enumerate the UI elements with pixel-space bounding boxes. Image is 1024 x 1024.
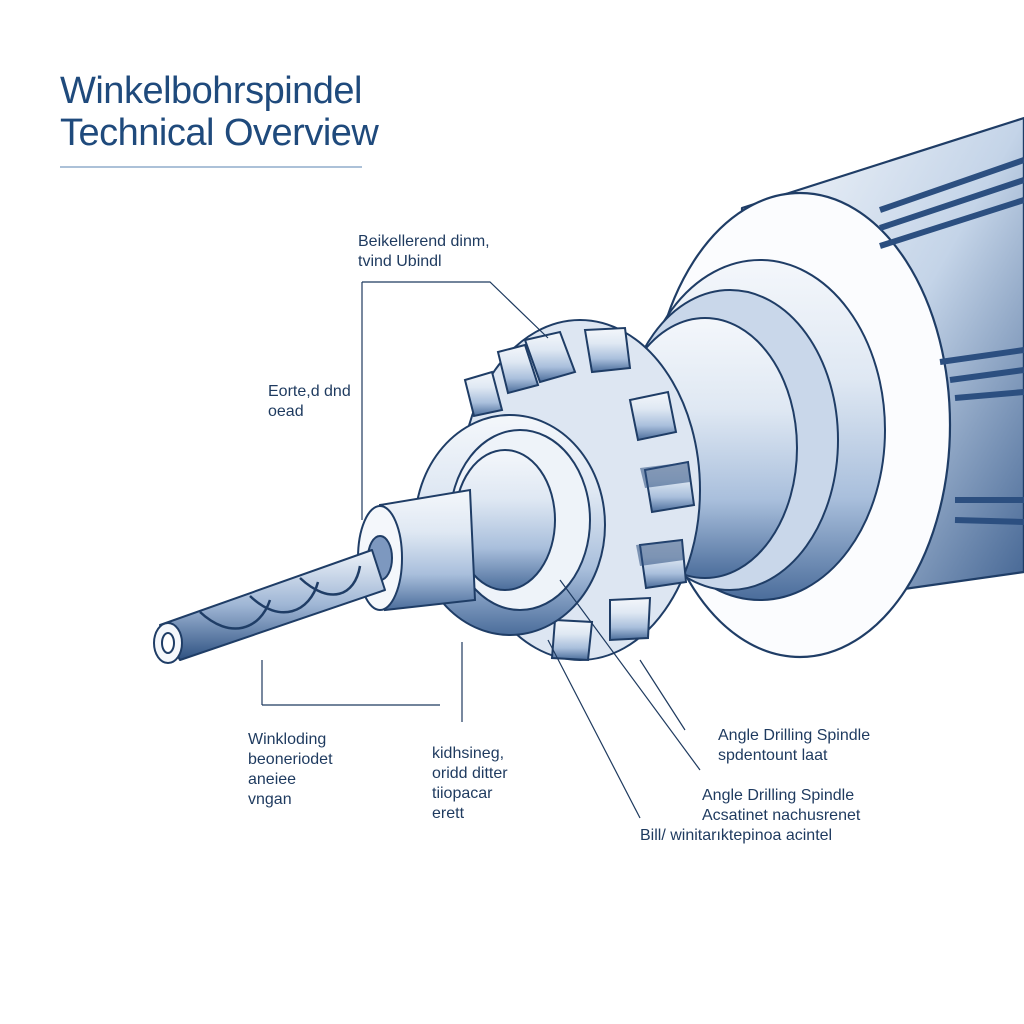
callout-line: tvind Ubindl bbox=[358, 253, 442, 270]
callout-line: Eorte,d dnd bbox=[268, 383, 351, 400]
gear-shadow bbox=[636, 462, 690, 566]
callout-line: Bill/ winitarıktepinoa acintel bbox=[640, 827, 833, 844]
callout-left-upper: Eorte,d dnd oead bbox=[268, 382, 351, 422]
callout-line: tiiopacar bbox=[432, 785, 493, 802]
callout-right-1: Angle Drilling Spindle spdentount laat bbox=[718, 726, 870, 766]
callout-line: erett bbox=[432, 805, 465, 822]
callout-line: Winkloding bbox=[248, 731, 327, 748]
callout-right-3: Bill/ winitarıktepinoa acintel bbox=[640, 826, 832, 846]
callout-left-lower: Winkloding beoneriodet aneiee vngan bbox=[248, 730, 333, 810]
callout-line: kidhsineg, bbox=[432, 745, 505, 762]
callout-line: vngan bbox=[248, 791, 292, 808]
callout-line: oead bbox=[268, 403, 304, 420]
callout-center-lower: kidhsineg, oridd ditter tiiopacar erett bbox=[432, 744, 508, 824]
callout-top-center: Beikellerend dinm, tvind Ubindl bbox=[358, 232, 490, 272]
page-title: Winkelbohrspindel bbox=[60, 70, 363, 112]
callout-line: spdentount laat bbox=[718, 747, 828, 764]
callout-line: beoneriodet bbox=[248, 751, 333, 768]
callout-line: oridd ditter bbox=[432, 765, 508, 782]
callout-line: Beikellerend dinm, bbox=[358, 233, 490, 250]
callout-line: Angle Drilling Spindle bbox=[718, 727, 871, 744]
callout-right-2: Angle Drilling Spindle Acsatinet nachusr… bbox=[702, 786, 860, 826]
callout-line: Acsatinet nachusrenet bbox=[702, 807, 861, 824]
chuck-ring bbox=[414, 414, 606, 636]
housing-stripes bbox=[879, 157, 1024, 525]
leader-lines bbox=[261, 281, 701, 819]
callout-line: aneiee bbox=[248, 771, 297, 788]
drill-bit bbox=[153, 549, 386, 664]
callout-line: Angle Drilling Spindle bbox=[702, 787, 855, 804]
page-subtitle: Technical Overview bbox=[60, 112, 379, 154]
